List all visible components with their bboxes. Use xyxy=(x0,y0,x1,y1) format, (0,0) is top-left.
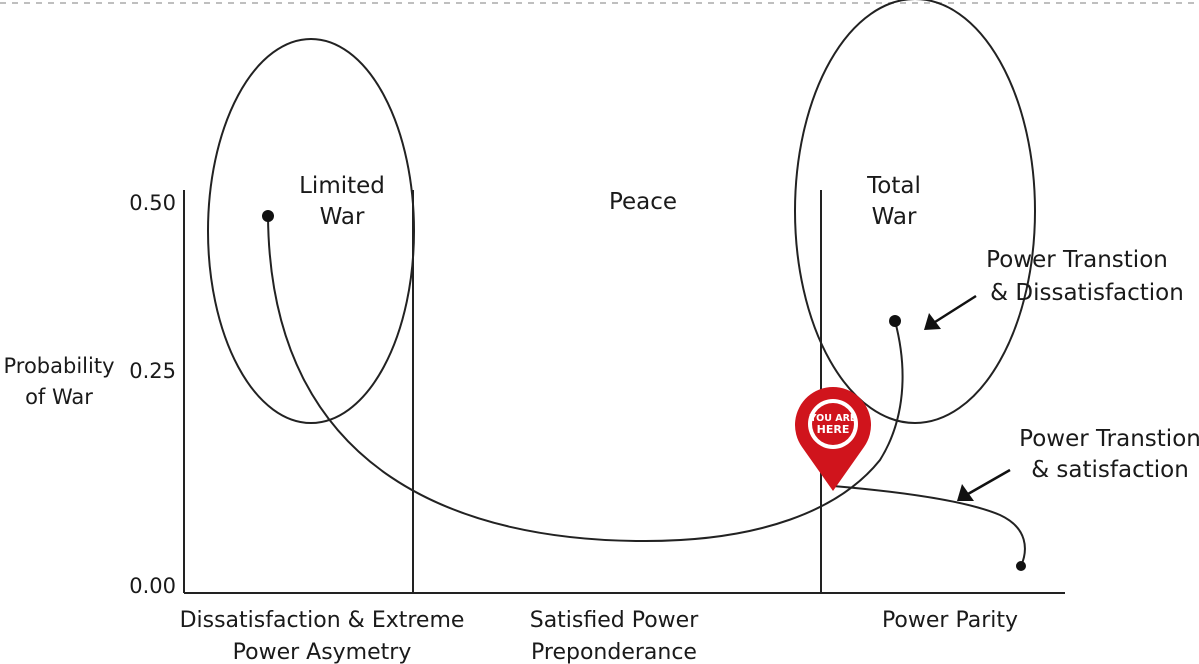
satisfaction-end-dot xyxy=(1016,561,1026,571)
start-point-dot xyxy=(262,210,274,222)
arrow-to-dissatisfaction xyxy=(924,294,977,330)
arrow-to-satisfaction xyxy=(957,468,1011,501)
category-preponderance-line1: Satisfied Power xyxy=(530,608,699,633)
category-preponderance-line2: Preponderance xyxy=(531,640,697,664)
total-war-label-line1: Total xyxy=(866,173,921,199)
marker-label-line1: YOU ARE xyxy=(809,413,857,424)
limited-war-label-line1: Limited xyxy=(299,173,385,199)
dissatisfaction-label-line1: Power Transtion xyxy=(986,247,1168,273)
satisfaction-branch-curve xyxy=(832,485,1026,567)
you-are-here-marker: YOU ARE HERE xyxy=(795,387,871,491)
category-asymmetry-line1: Dissatisfaction & Extreme xyxy=(180,608,465,633)
y-tick-025: 0.25 xyxy=(129,359,176,383)
y-axis-label-line1: Probability xyxy=(3,354,114,378)
dissatisfaction-end-dot xyxy=(889,315,901,327)
satisfaction-label-line1: Power Transtion xyxy=(1019,426,1199,452)
peace-label: Peace xyxy=(609,189,677,215)
dissatisfaction-label-line2: & Dissatisfaction xyxy=(990,280,1184,306)
category-asymmetry-line2: Power Asymetry xyxy=(233,640,412,664)
limited-war-ellipse xyxy=(207,38,415,424)
total-war-label-line2: War xyxy=(872,204,917,230)
satisfaction-label-line2: & satisfaction xyxy=(1031,457,1189,483)
y-axis-label-line2: of War xyxy=(25,385,93,409)
marker-label-line2: HERE xyxy=(817,423,850,436)
y-tick-050: 0.50 xyxy=(129,191,176,215)
y-tick-000: 0.00 xyxy=(129,574,176,598)
total-war-ellipse xyxy=(794,0,1036,424)
limited-war-label-line2: War xyxy=(320,204,365,230)
category-parity: Power Parity xyxy=(882,608,1018,633)
main-war-curve xyxy=(267,215,904,543)
